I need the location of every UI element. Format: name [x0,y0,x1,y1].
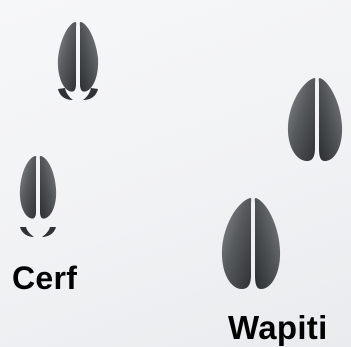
elk-hoof-left [287,78,316,161]
deer-hoof-left [19,156,37,219]
elk-hoof-left [221,198,252,289]
deer-dewclaw-left [20,227,34,237]
elk-hoof-right [254,198,281,289]
deer-dewclaw-right [42,227,56,237]
elk-track-icon [287,78,343,161]
deer-label: Cerf [12,260,78,296]
deer-track-icon [19,156,57,237]
deer-hoof-right [39,156,57,219]
deer-dewclaw-right [83,88,98,100]
elk-track-icon [221,198,281,289]
deer-hoof-left [57,22,77,92]
elk-label: Wapiti [228,309,328,346]
elk-hoof-right [318,78,343,161]
deer-hoof-right [79,22,99,92]
deer-dewclaw-left [58,88,73,100]
deer-track-icon [57,22,99,100]
